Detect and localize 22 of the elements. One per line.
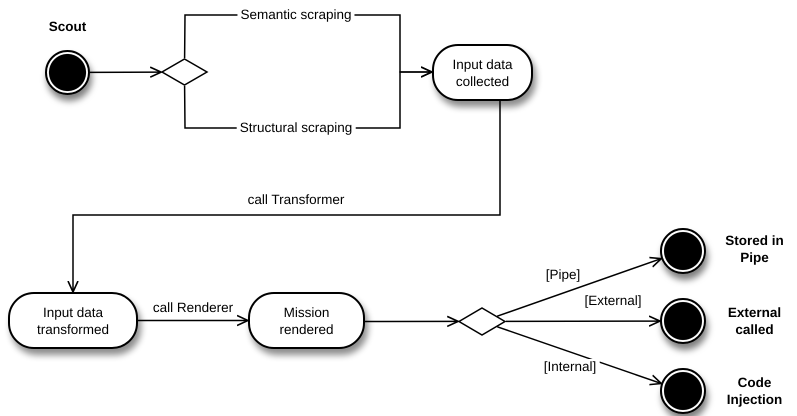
end-node (660, 228, 706, 274)
arrow (67, 101, 501, 293)
activity-box: Mission rendered (248, 292, 365, 349)
edge-label: Semantic scraping (237, 7, 355, 23)
end-node (660, 368, 706, 414)
end-node (660, 298, 706, 344)
node-caption: Code Injection (726, 374, 784, 408)
activity-box: Input data transformed (8, 292, 138, 349)
arrow (90, 66, 162, 78)
node-caption: External called (726, 304, 782, 338)
node-caption: Scout (48, 18, 88, 35)
activity-box: Input data collected (432, 44, 533, 101)
decision-diamond (161, 58, 208, 86)
arrow (497, 326, 662, 386)
arrow (506, 315, 661, 327)
edge-label: Structural scraping (236, 120, 356, 136)
arrow (138, 314, 249, 326)
decision-diamond (458, 307, 506, 336)
node-caption: Stored in Pipe (724, 232, 785, 266)
arrow (496, 256, 662, 317)
arrow (365, 316, 459, 328)
start-node (45, 50, 90, 95)
